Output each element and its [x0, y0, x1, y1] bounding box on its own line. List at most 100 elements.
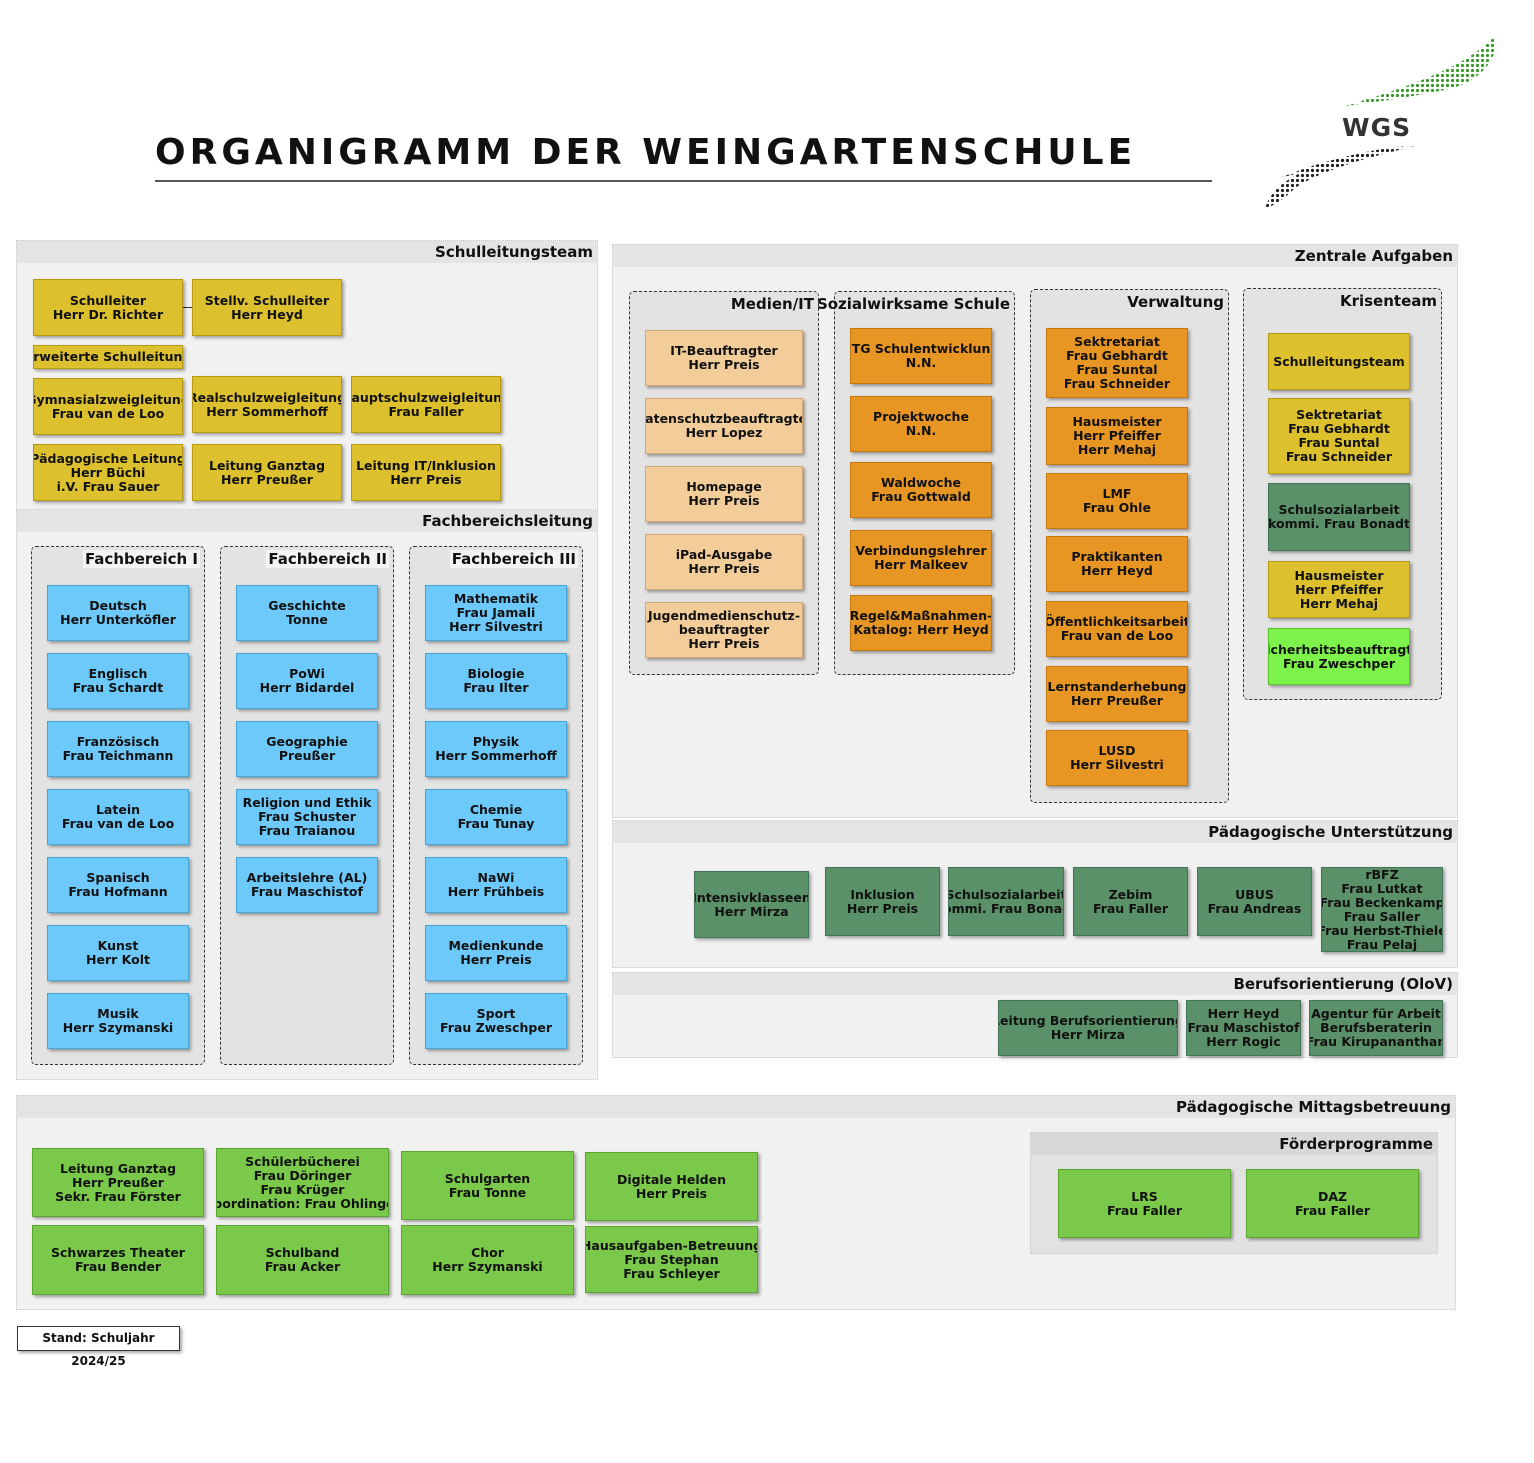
realschulzweig-box: Realschulzweigleitung Herr Sommerhoff [192, 376, 342, 433]
box-label: Leitung Berufsorientierung [998, 1013, 1178, 1028]
berufsorientierung-header: Berufsorientierung (OloV) [613, 973, 1457, 995]
box-label: Projektwoche [873, 409, 969, 424]
box-label: Frau Schneider [1063, 376, 1171, 391]
box-label: Frau Schuster [258, 809, 356, 824]
box-label: Berufsberaterin [1320, 1020, 1432, 1035]
box-label: DAZ [1317, 1188, 1348, 1204]
box-label: Chor [471, 1245, 504, 1260]
box-label: Frau Beckenkamp [1321, 894, 1443, 910]
fach-box: Arbeitslehre (AL)Frau Maschistof [236, 857, 378, 913]
box-label: Herr Mehaj [1077, 442, 1157, 457]
box-label: Frau Ohle [1083, 500, 1151, 515]
box-label: Herr Pfeiffer [1295, 581, 1383, 597]
box-label: Englisch [88, 666, 148, 681]
box-label: rBFZ [1365, 867, 1399, 882]
box-label: Schulsozialarbeit [1278, 502, 1400, 517]
box-label: Schulband [265, 1245, 340, 1260]
box-label: Frau Maschistof [1187, 1020, 1300, 1035]
box-label: Frau Gottwald [871, 489, 971, 504]
page-title: ORGANIGRAMM DER WEINGARTENSCHULE [155, 132, 1137, 173]
leitung-it-box: Leitung IT/Inklusion Herr Preis [351, 444, 501, 501]
logo-text: WGS [1342, 113, 1412, 142]
fachbereich-3-title: Fachbereich III [449, 550, 578, 568]
box-label: Frau Gebhardt [1288, 421, 1390, 436]
box-label: Herr Silvestri [1070, 757, 1164, 772]
box-label: Herr Preis [460, 952, 532, 967]
box-label: Frau Faller [1294, 1202, 1371, 1218]
fachbereich-1-title: Fachbereich I [82, 550, 200, 568]
box-label: Geographie [266, 734, 348, 749]
box-label: Waldwoche [881, 475, 961, 490]
box-label: Biologie [467, 666, 525, 681]
box-label: Realschulzweigleitung [192, 389, 342, 405]
box-label: Frau Faller [1106, 1202, 1183, 1218]
box-label: Herr Pfeiffer [1073, 428, 1161, 443]
box-label: Frau Schardt [72, 680, 164, 695]
box-label: Öffentlichkeitsarbeit [1046, 614, 1188, 629]
box-label: Herr Bidardel [259, 680, 355, 695]
box-label: Stellv. Schulleiter [204, 292, 330, 308]
box-label: Herr Mehaj [1299, 595, 1379, 611]
paedagogische-leitung-box: Pädagogische Leitung Herr Büchi i.V. Fra… [33, 444, 183, 501]
sozial-box: Regel&Maßnahmen-Katalog: Herr Heyd [850, 595, 992, 651]
box-label: Medienkunde [448, 938, 544, 953]
box-label: Herr Malkeev [874, 557, 968, 572]
box-label: Herr Lopez [685, 425, 763, 440]
fachbereich-2-title: Fachbereich II [266, 550, 389, 568]
box-label: Herr Frühbeis [447, 884, 545, 899]
box-label: Schulgarten [444, 1170, 531, 1186]
box-label: Frau Bender [74, 1259, 162, 1274]
title-underline [155, 180, 1212, 182]
mittagsbetreuung-header: Pädagogische Mittagsbetreuung [17, 1096, 1455, 1118]
schulleitung-header: Schulleitungsteam [17, 241, 597, 263]
box-label: Sicherheitsbeauftragte [1269, 641, 1409, 657]
medien-it-title: Medien/IT [730, 295, 814, 313]
box-label: Herr Preis [688, 357, 760, 372]
paed-unterstuetzung-header: Pädagogische Unterstützung [613, 821, 1457, 843]
box-label: Herr Dr. Richter [52, 306, 164, 322]
verwaltung-title: Verwaltung [1127, 293, 1224, 311]
box-label: Koordination: Frau Ohlinger [217, 1195, 388, 1211]
box-label: Schwarzes Theater [51, 1245, 185, 1260]
schulleiter-box: Schulleiter Herr Dr. Richter [33, 279, 183, 336]
box-label: Pädagogische Leitung [33, 450, 183, 466]
box-label: Herr Heyd [231, 306, 303, 322]
box-label: beauftragter [678, 622, 770, 637]
box-label: Praktikanten [1071, 549, 1163, 564]
fachbereich-header: Fachbereichsleitung [17, 510, 597, 532]
box-label: Lernstanderhebung [1047, 679, 1187, 694]
box-label: Herr Preußer [221, 471, 313, 487]
box-label: Sekr. Frau Förster [55, 1188, 181, 1204]
box-label: Frau van de Loo [1060, 628, 1174, 643]
box-label: Frau Hofmann [68, 884, 168, 899]
box-label: NaWi [477, 870, 515, 885]
box-label: Frau Tonne [448, 1184, 527, 1200]
box-label: Frau Lutkat [1341, 880, 1423, 896]
box-label: PoWi [289, 666, 325, 681]
box-label: Frau van de Loo [61, 816, 175, 831]
box-label: Herr Preis [846, 900, 919, 916]
